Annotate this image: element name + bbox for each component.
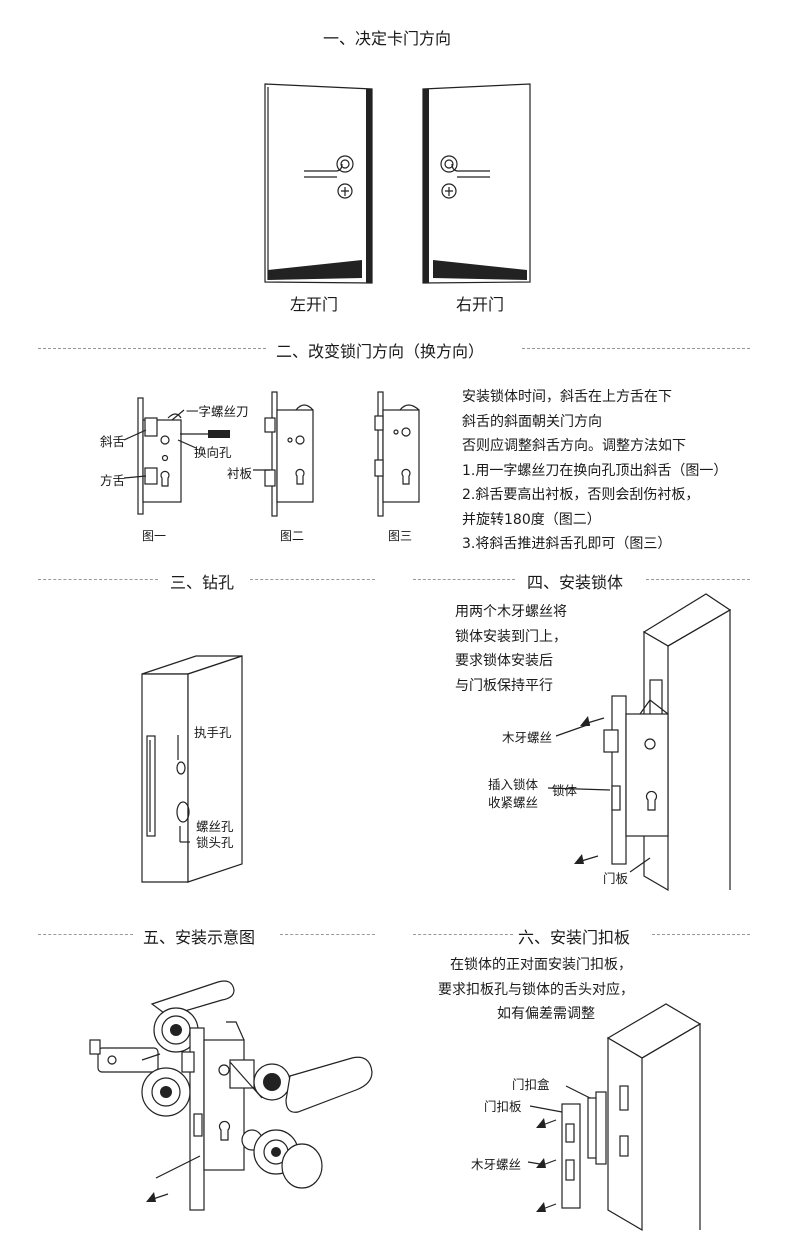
- figure-caption: 图二: [280, 529, 305, 543]
- instruction-line: 在锁体的正对面安装门扣板，: [450, 957, 632, 973]
- instruction-line: 要求锁体安装后: [455, 653, 553, 669]
- divider: [652, 934, 750, 935]
- section2-instructions: 安装锁体时间，斜舌在上方舌在下 斜舌的斜面朝关门方向 否则应调整斜舌方向。调整方…: [462, 385, 727, 557]
- divider: [38, 579, 158, 580]
- wood-screw-label: 木牙螺丝: [471, 1157, 522, 1172]
- screwdriver-label: 一字螺丝刀: [186, 404, 249, 419]
- section6-instructions: 在锁体的正对面安装门扣板， 要求扣板孔与锁体的舌头对应， 如有偏差需调整: [438, 953, 634, 1027]
- divider: [280, 934, 375, 935]
- section6-title: 六、安装门扣板: [518, 928, 631, 947]
- tighten-screw-label: 收紧螺丝: [488, 795, 539, 810]
- insert-lock-label: 插入锁体: [488, 777, 539, 792]
- latch-label: 斜舌: [100, 434, 126, 449]
- divider: [38, 348, 266, 349]
- divider: [413, 934, 513, 935]
- section3-title: 三、钻孔: [170, 573, 235, 592]
- instruction-line: 用两个木牙螺丝将: [455, 604, 567, 620]
- strike-box-label: 门扣盒: [512, 1077, 550, 1092]
- square-bolt-label: 方舌: [100, 473, 126, 488]
- figure-caption: 图三: [388, 529, 413, 543]
- section4-title: 四、安装锁体: [527, 573, 624, 592]
- divider: [413, 579, 515, 580]
- divider: [646, 579, 750, 580]
- left-door-label: 左开门: [290, 295, 339, 314]
- instruction-line: 2.斜舌要高出衬板，否则会刮伤衬板，: [462, 487, 700, 503]
- screw-hole-label: 螺丝孔: [196, 819, 234, 834]
- left-door-illustration: [264, 83, 531, 284]
- divider: [522, 348, 750, 349]
- instruction-line: 1.用一字螺丝刀在换向孔顶出斜舌（图一）: [462, 462, 728, 479]
- instruction-line: 安装锁体时间，斜舌在上方舌在下: [462, 389, 672, 405]
- instruction-line: 与门板保持平行: [455, 677, 553, 694]
- liner-label: 衬板: [227, 466, 253, 481]
- section4-instructions: 用两个木牙螺丝将 锁体安装到门上， 要求锁体安装后 与门板保持平行: [455, 600, 567, 698]
- door-panel-label: 门板: [603, 871, 629, 886]
- right-door-label: 右开门: [456, 295, 505, 314]
- instruction-line: 锁体安装到门上，: [455, 628, 567, 645]
- instruction-line: 否则应调整斜舌方向。调整方法如下: [462, 438, 686, 454]
- cylinder-hole-label: 锁头孔: [196, 835, 234, 850]
- section1-title: 一、决定卡门方向: [323, 29, 452, 48]
- instruction-line: 并旋转180度（图二）: [462, 511, 601, 528]
- divider: [38, 934, 133, 935]
- figure-caption: 图一: [142, 529, 167, 543]
- instruction-line: 要求扣板孔与锁体的舌头对应，: [438, 981, 634, 998]
- strike-plate-label: 门扣板: [484, 1099, 522, 1114]
- instruction-line: 3.将斜舌推进斜舌孔即可（图三）: [462, 536, 672, 552]
- lock-direction-figures: [123, 391, 420, 517]
- section5-title: 五、安装示意图: [143, 928, 256, 947]
- wood-screw-label: 木牙螺丝: [502, 730, 553, 745]
- instruction-line: 如有偏差需调整: [497, 1006, 595, 1022]
- switch-hole-label: 换向孔: [194, 445, 232, 460]
- handle-hole-label: 执手孔: [194, 725, 232, 740]
- section2-title: 二、改变锁门方向（换方向）: [276, 342, 485, 361]
- drill-illustration: [141, 655, 243, 883]
- install-lock-illustration: [547, 593, 732, 892]
- divider: [250, 579, 375, 580]
- instruction-line: 斜舌的斜面朝关门方向: [462, 413, 602, 430]
- lock-body-label: 锁体: [552, 783, 578, 798]
